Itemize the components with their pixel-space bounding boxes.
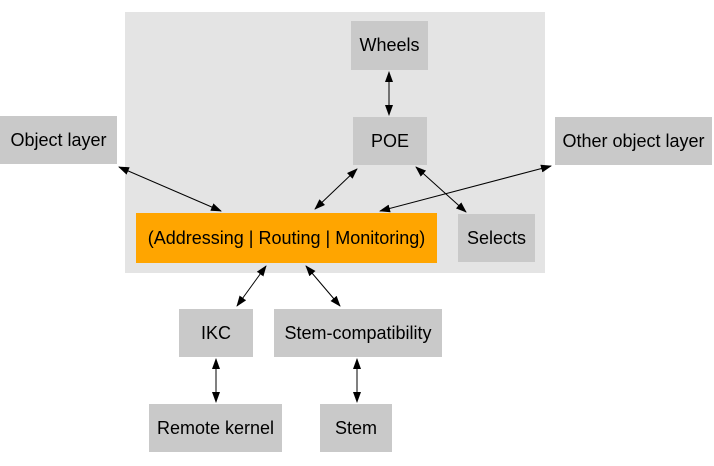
node-other-object-layer: Other object layer (555, 117, 712, 165)
node-ikc: IKC (179, 309, 253, 357)
node-label-poe: POE (370, 130, 409, 151)
node-label-arm: (Addressing | Routing | Monitoring) (147, 227, 426, 248)
node-label-stem-compatibility: Stem-compatibility (284, 322, 432, 343)
node-arm: (Addressing | Routing | Monitoring) (136, 213, 437, 263)
node-label-object-layer: Object layer (10, 129, 107, 150)
node-label-wheels: Wheels (359, 35, 420, 55)
node-wheels: Wheels (351, 21, 428, 70)
node-label-other-object-layer: Other object layer (562, 130, 705, 151)
node-poe: POE (353, 117, 427, 165)
node-label-ikc: IKC (200, 322, 231, 343)
node-stem: Stem (320, 404, 392, 452)
node-label-remote-kernel: Remote kernel (156, 417, 275, 438)
node-selects: Selects (458, 214, 535, 262)
node-label-stem: Stem (334, 417, 377, 438)
node-object-layer: Object layer (0, 116, 117, 164)
node-label-selects: Selects (466, 227, 527, 248)
node-remote-kernel: Remote kernel (149, 404, 282, 452)
node-stem-compatibility: Stem-compatibility (274, 309, 442, 357)
